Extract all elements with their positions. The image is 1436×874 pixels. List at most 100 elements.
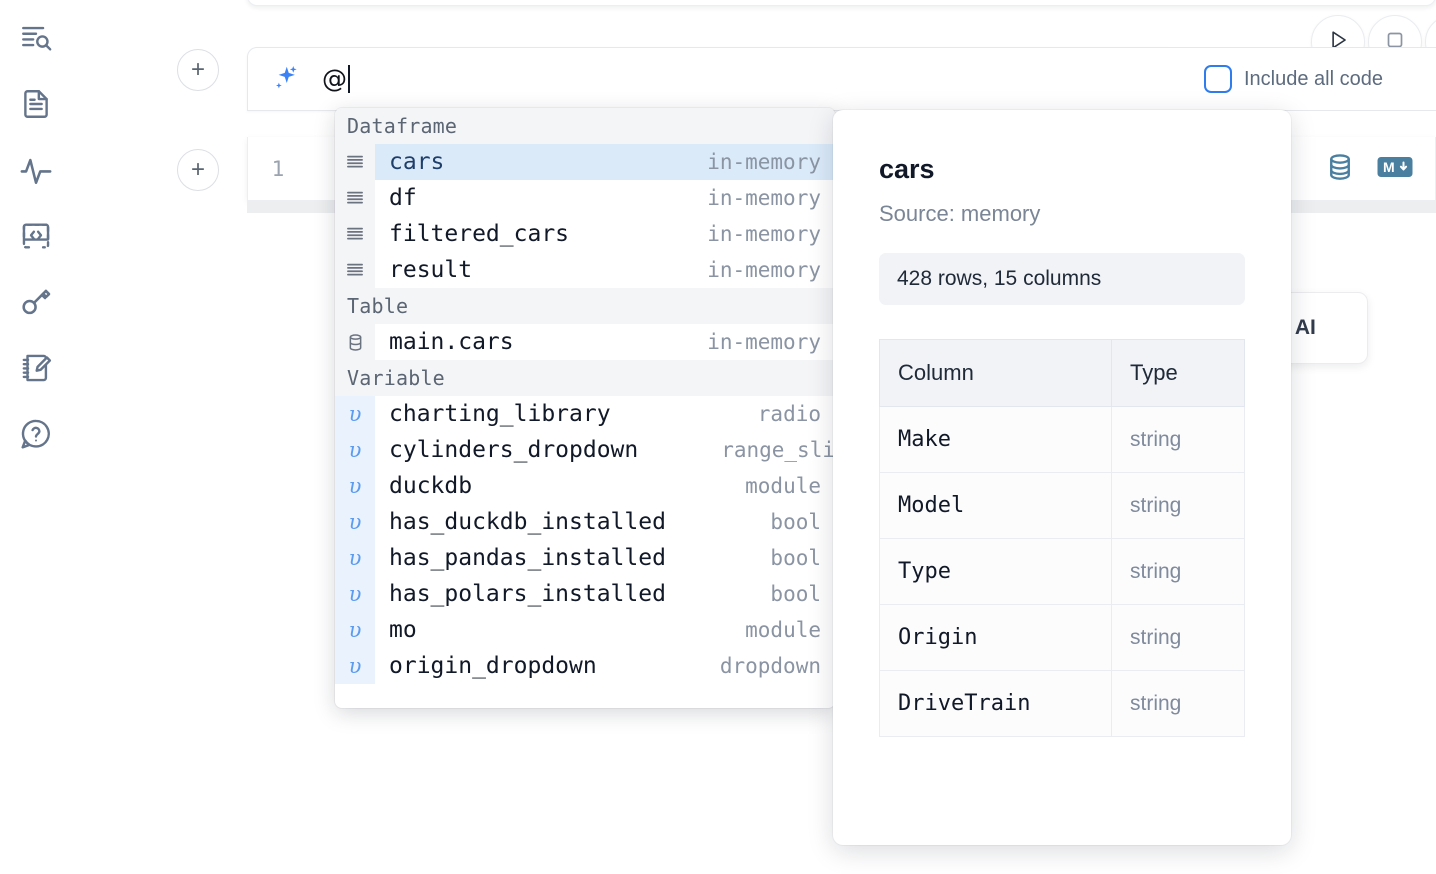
- question-chat-icon: [19, 417, 53, 451]
- ai-prompt-input[interactable]: @: [247, 47, 1170, 111]
- sidebar-item-snippets[interactable]: [14, 214, 58, 258]
- variable-icon: υ: [335, 468, 375, 504]
- doc-source: Source: memory: [879, 201, 1041, 226]
- doc-table-cell-column: Type: [879, 538, 1112, 605]
- autocomplete-item-name: origin_dropdown: [389, 653, 597, 679]
- ai-prompt-value: @: [322, 64, 347, 93]
- autocomplete-item-type: module: [745, 474, 821, 498]
- doc-stats-badge: 428 rows, 15 columns: [879, 253, 1245, 305]
- plus-icon: +: [190, 56, 205, 83]
- previous-cell-edge: [247, 0, 1436, 6]
- autocomplete-item-name: has_polars_installed: [389, 581, 666, 607]
- list-search-icon: [19, 21, 53, 55]
- svg-text:M: M: [1383, 159, 1395, 175]
- doc-table-header-row: Column Type: [879, 339, 1245, 407]
- doc-table-cell-column: Make: [879, 406, 1112, 473]
- stop-square-icon: [1383, 28, 1407, 57]
- code-brackets-icon: [19, 219, 53, 253]
- autocomplete-item-name: mo: [389, 617, 417, 643]
- doc-table-header-column: Column: [879, 339, 1112, 407]
- autocomplete-item-name: cars: [389, 149, 445, 175]
- doc-table-cell-type: string: [1111, 472, 1245, 539]
- doc-table-cell-type: string: [1111, 406, 1245, 473]
- autocomplete-item[interactable]: υ has_pandas_installed bool: [335, 540, 835, 576]
- ai-prompt-options: Include all code: [1170, 47, 1436, 111]
- database-icon[interactable]: [1325, 152, 1355, 187]
- add-cell-button-top[interactable]: +: [177, 49, 219, 91]
- dataframe-icon: [335, 252, 375, 288]
- add-cell-button-bottom[interactable]: +: [177, 149, 219, 191]
- autocomplete-item[interactable]: main.cars in-memory: [335, 324, 835, 360]
- autocomplete-item-name: has_pandas_installed: [389, 545, 666, 571]
- autocomplete-item-body: main.cars in-memory: [375, 324, 835, 360]
- autocomplete-item[interactable]: υ origin_dropdown dropdown: [335, 648, 835, 684]
- dataframe-icon: [335, 180, 375, 216]
- dataframe-icon: [335, 216, 375, 252]
- key-icon: [19, 285, 53, 319]
- autocomplete-item-type: in-memory: [707, 222, 821, 246]
- autocomplete-item-name: result: [389, 257, 473, 283]
- play-icon: [1325, 27, 1351, 58]
- doc-table-cell-column: Model: [879, 472, 1112, 539]
- autocomplete-item-type: radio: [757, 402, 821, 426]
- autocomplete-item-body: filtered_cars in-memory: [375, 216, 835, 252]
- doc-table-cell-type: string: [1111, 604, 1245, 671]
- doc-table-cell-column: Origin: [879, 604, 1112, 671]
- sidebar-item-variables[interactable]: [14, 148, 58, 192]
- autocomplete-item-type: bool: [770, 546, 821, 570]
- variable-icon: υ: [335, 648, 375, 684]
- autocomplete-group-header: Table: [335, 288, 835, 324]
- autocomplete-item-type: in-memory: [707, 330, 821, 354]
- include-all-code-checkbox[interactable]: [1204, 65, 1232, 93]
- autocomplete-item-name: cylinders_dropdown: [389, 437, 639, 463]
- sidebar-item-help[interactable]: [14, 412, 58, 456]
- autocomplete-item-name: filtered_cars: [389, 221, 570, 247]
- variable-icon: υ: [335, 432, 375, 468]
- sparkles-icon: [270, 64, 300, 94]
- activity-pulse-icon: [19, 153, 53, 187]
- autocomplete-item-body: origin_dropdown dropdown: [375, 648, 835, 684]
- autocomplete-item-type: bool: [770, 510, 821, 534]
- sidebar-rail: [0, 0, 72, 874]
- line-number: 1: [271, 156, 285, 181]
- markdown-icon[interactable]: M: [1377, 154, 1413, 185]
- sidebar-item-scratchpad[interactable]: [14, 346, 58, 390]
- cell-icon-group: M: [1325, 137, 1413, 201]
- variable-icon: υ: [335, 576, 375, 612]
- dataframe-icon: [335, 144, 375, 180]
- autocomplete-item-name: charting_library: [389, 401, 611, 427]
- table-db-icon: [335, 324, 375, 360]
- sidebar-item-file-explorer-search[interactable]: [14, 16, 58, 60]
- sidebar-item-secrets[interactable]: [14, 280, 58, 324]
- autocomplete-item-type: dropdown: [719, 654, 821, 678]
- autocomplete-item-name: main.cars: [389, 329, 514, 355]
- autocomplete-item-name: df: [389, 185, 417, 211]
- doc-table-cell-type: string: [1111, 670, 1245, 737]
- doc-title: cars: [879, 154, 935, 184]
- autocomplete-item-type: module: [745, 618, 821, 642]
- autocomplete-item-body: has_pandas_installed bool: [375, 540, 835, 576]
- sidebar-item-documentation[interactable]: [14, 82, 58, 126]
- variable-icon: υ: [335, 540, 375, 576]
- autocomplete-item[interactable]: filtered_cars in-memory: [335, 216, 835, 252]
- autocomplete-item-body: mo module: [375, 612, 835, 648]
